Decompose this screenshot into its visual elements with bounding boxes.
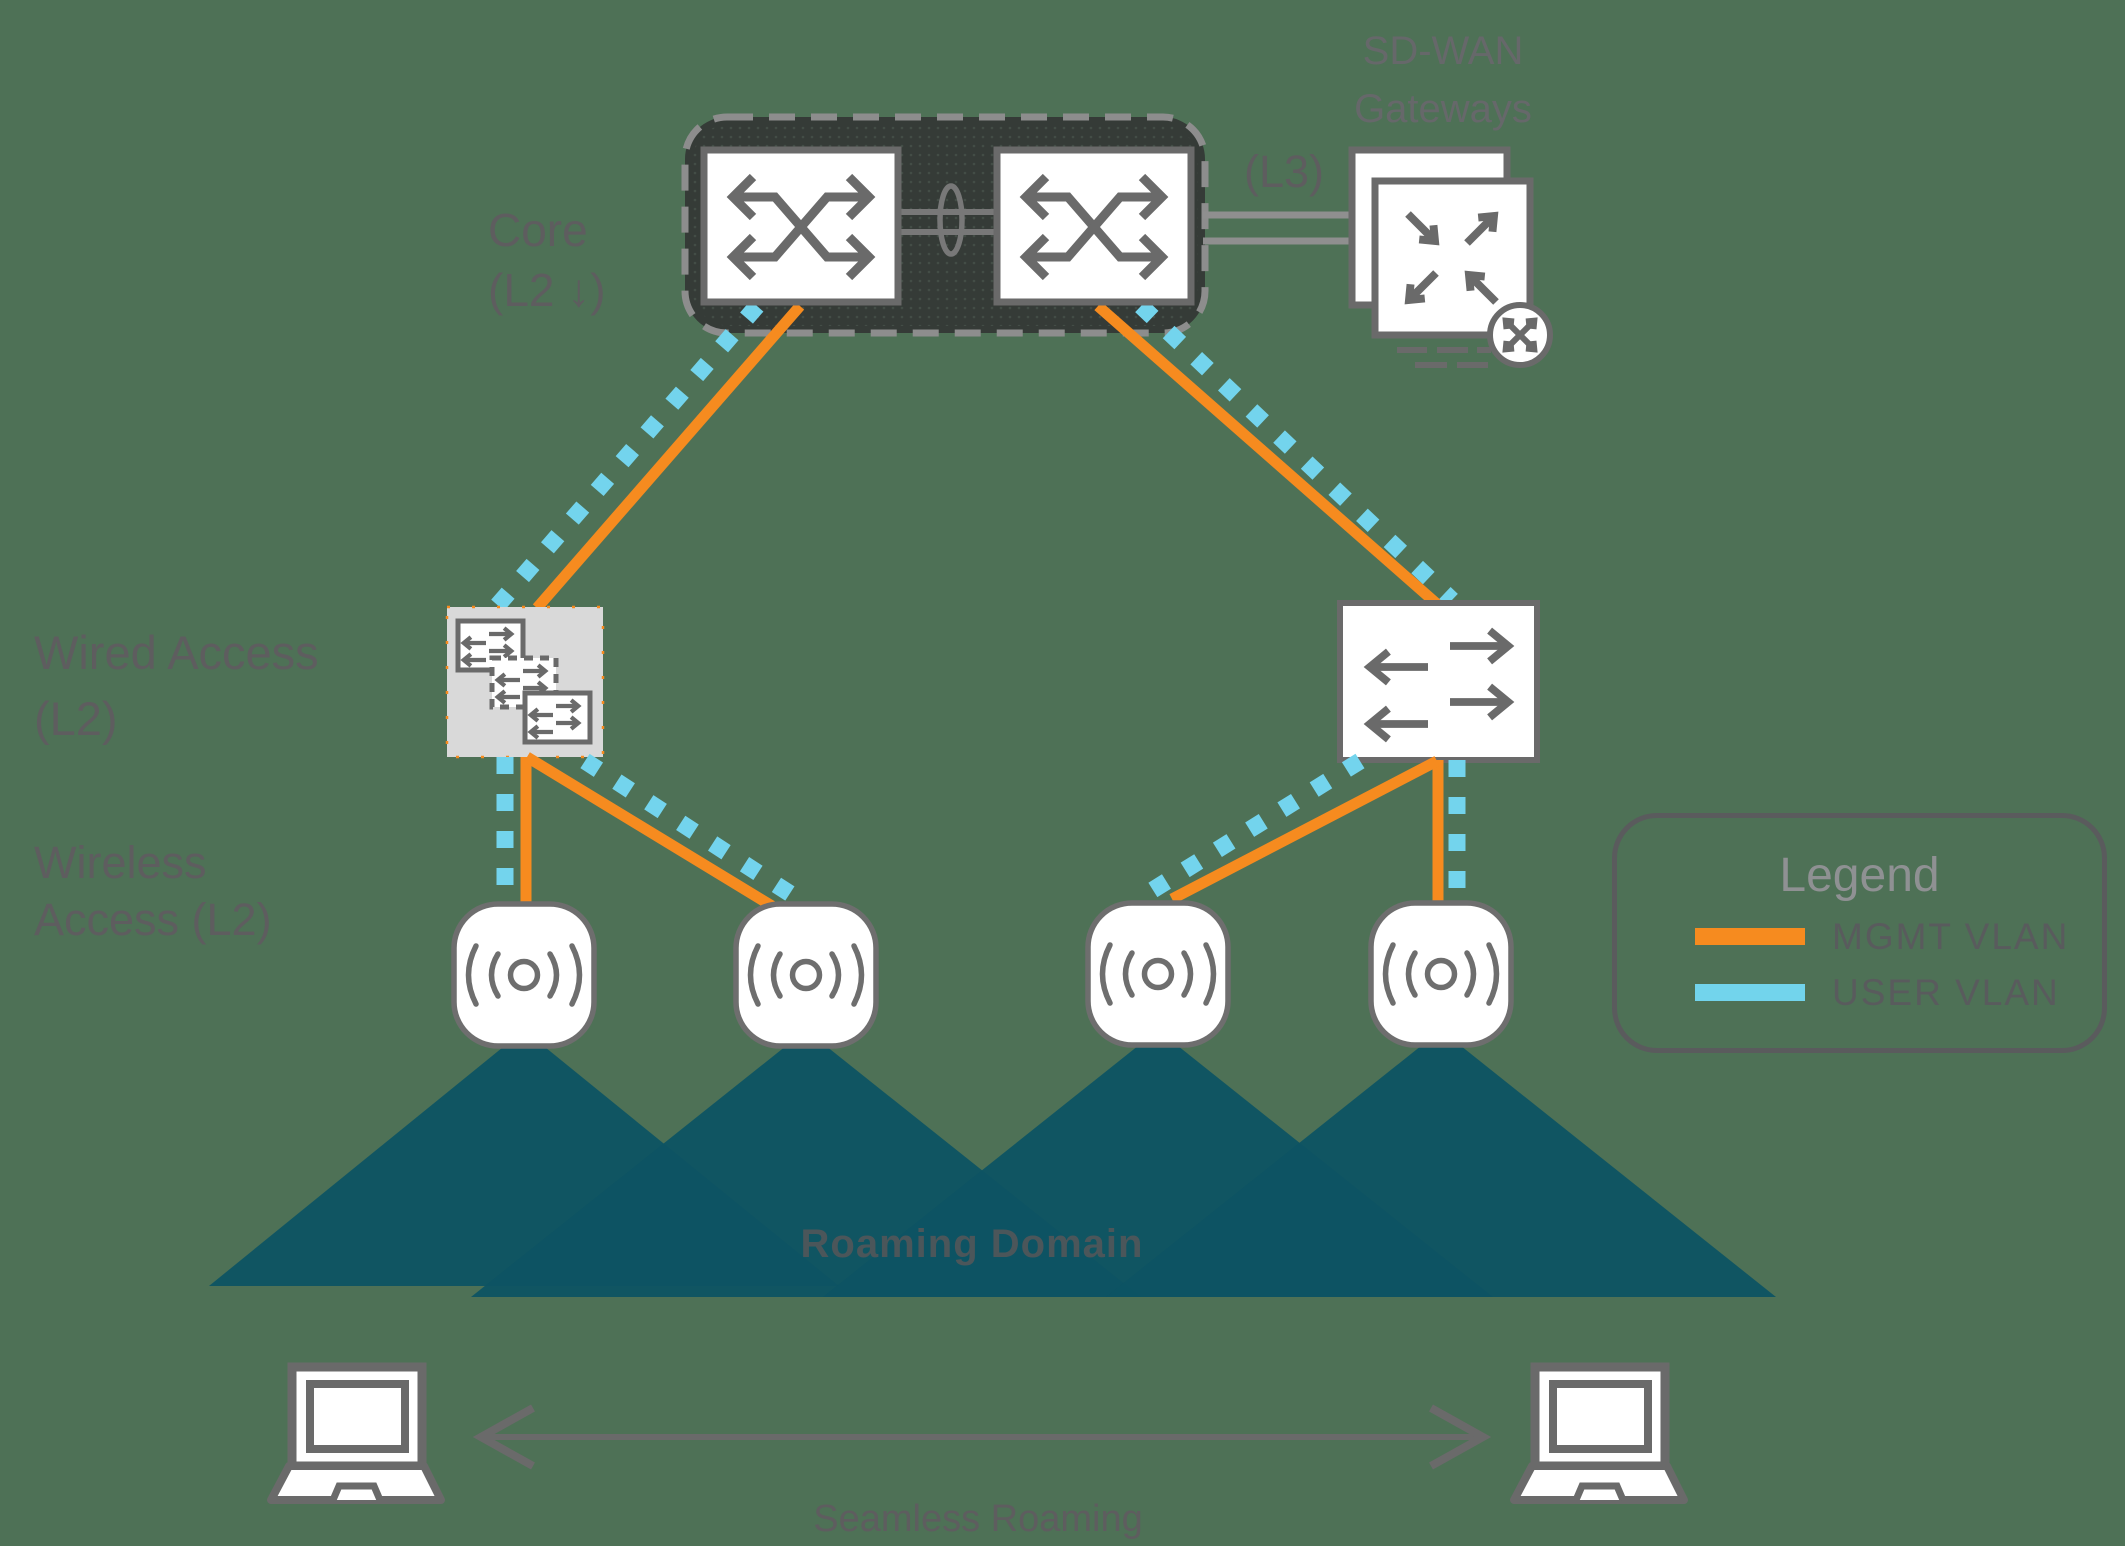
gateway-stack-dashes: [1397, 347, 1491, 368]
l3-label: (L3): [1244, 146, 1325, 197]
stack-member-3-icon: [522, 690, 593, 745]
legend: Legend MGMT VLAN USER VLAN: [1612, 813, 2107, 1053]
mgmt-vlan-link-core-right: [1094, 301, 1441, 609]
access-links: [496, 752, 1466, 911]
user-vlan-link-ap3: [1143, 753, 1365, 901]
wired-access-label: Wired Access(L2): [34, 626, 319, 745]
core-label: Core(L2 ↓): [488, 204, 606, 316]
mgmt-vlan-link-ap2: [524, 752, 775, 911]
access-point-2-icon: [736, 904, 876, 1046]
user-vlan-link-core-right: [1135, 299, 1458, 607]
core-uplinks: [490, 299, 1458, 612]
coverage-cone-4: [1106, 1030, 1776, 1297]
user-vlan-link-ap2: [580, 753, 808, 910]
roaming-domain-label: Roaming Domain: [800, 1222, 1144, 1266]
access-point-1-icon: [454, 904, 594, 1046]
seamless-roaming-label: Seamless Roaming: [813, 1498, 1143, 1540]
user-vlan-swatch: [1695, 984, 1805, 1001]
core-switch-2-icon: [993, 146, 1195, 306]
sdwan-gateways-icon: [1348, 146, 1553, 368]
laptop-right-icon: [1514, 1367, 1684, 1500]
crossconnect-badge-icon: [1487, 302, 1553, 368]
user-vlan-link-core-left: [490, 300, 764, 612]
access-point-3-icon: [1088, 903, 1228, 1045]
access-switch-right-icon: [1337, 600, 1540, 763]
wired-access-stack-icon: [445, 605, 605, 759]
l3-links: [1203, 211, 1355, 245]
vsx-link-icon: [898, 183, 999, 257]
mgmt-vlan-link-core-left: [532, 302, 805, 612]
core-switch-1-icon: [700, 146, 902, 306]
mgmt-vlan-link-ap3: [1169, 756, 1440, 904]
legend-title: Legend: [1779, 849, 1940, 902]
access-point-4-icon: [1371, 903, 1511, 1045]
mgmt-vlan-label: MGMT VLAN: [1832, 916, 2070, 957]
roaming-domain-area: [209, 1030, 1776, 1297]
laptop-left-icon: [271, 1367, 441, 1500]
user-vlan-label: USER VLAN: [1832, 972, 2060, 1013]
mgmt-vlan-swatch: [1695, 928, 1805, 945]
seamless-roaming-arrow: [472, 1404, 1492, 1470]
